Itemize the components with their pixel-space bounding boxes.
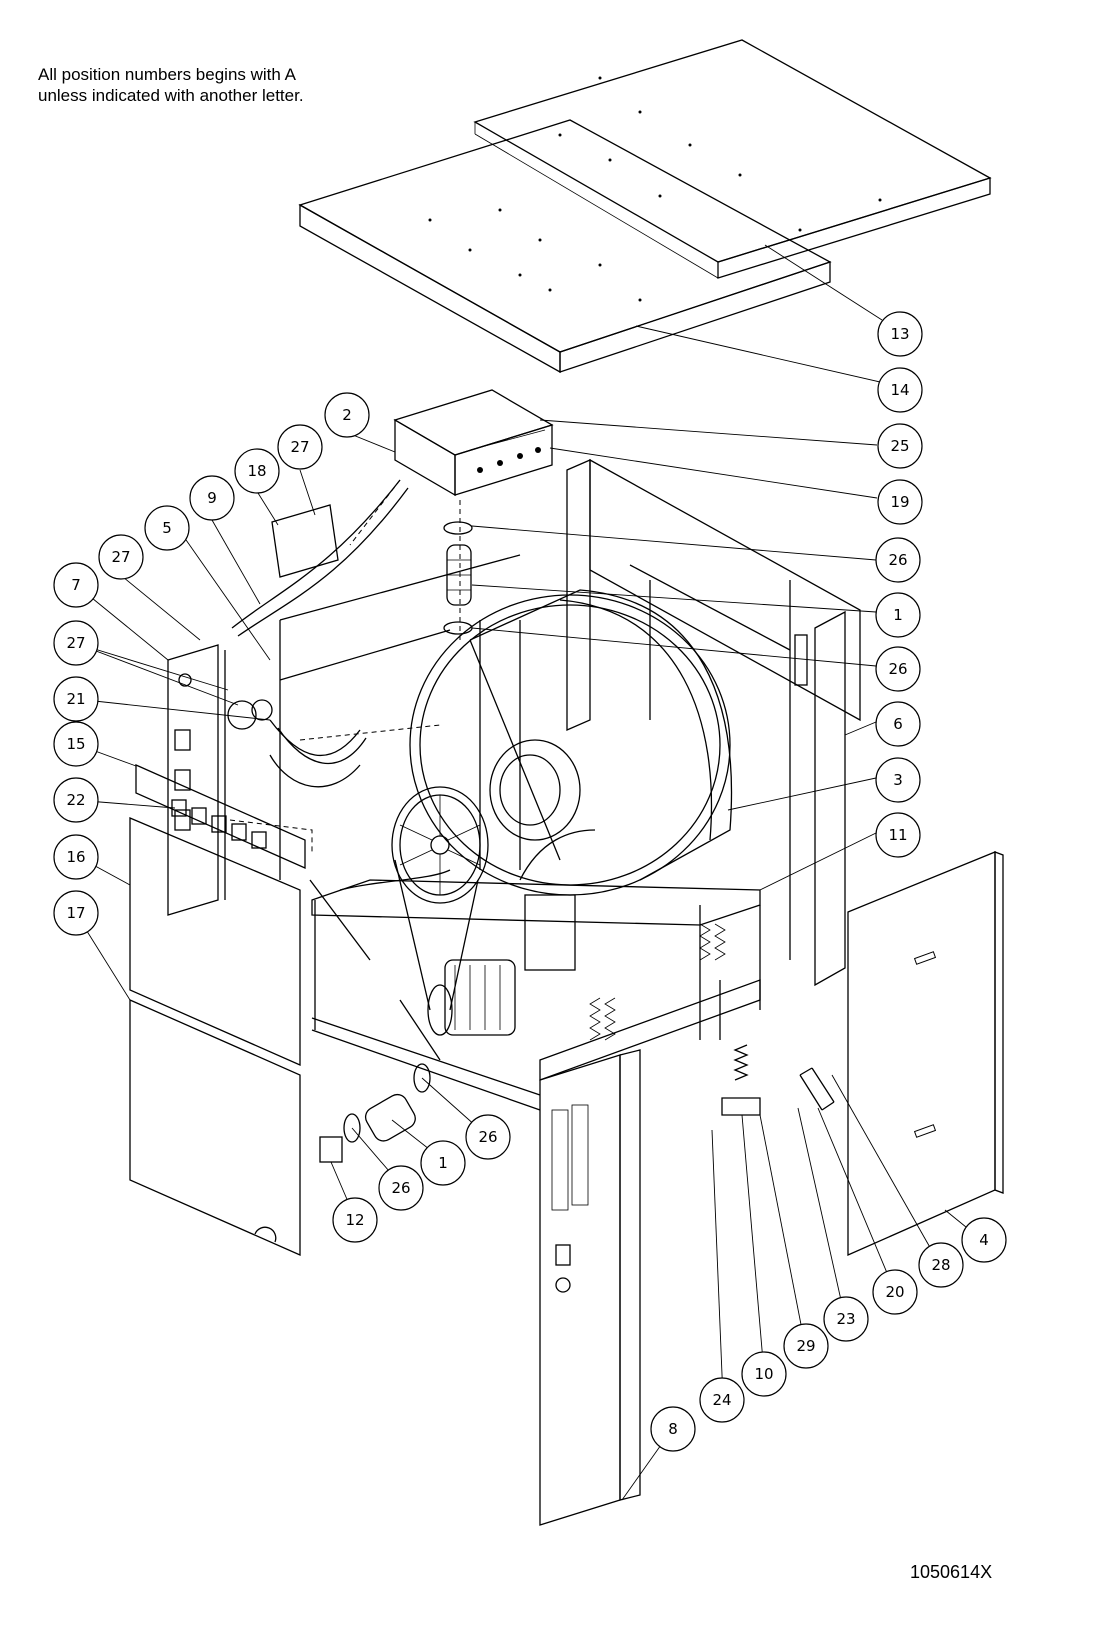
svg-text:4: 4 bbox=[979, 1231, 989, 1249]
side-frame bbox=[566, 458, 861, 987]
callout-20: 20 bbox=[872, 1269, 918, 1315]
front-upper-panel bbox=[129, 817, 301, 1066]
front-lower-panel bbox=[129, 999, 301, 1256]
callout-12: 12 bbox=[332, 1197, 378, 1243]
callout-26-bottom-left: 26 bbox=[378, 1165, 424, 1211]
side-panel bbox=[847, 851, 1004, 1256]
callout-27-top: 27 bbox=[277, 424, 323, 470]
spring-unit bbox=[721, 1044, 761, 1116]
callout-19: 19 bbox=[877, 479, 923, 525]
svg-text:26: 26 bbox=[888, 551, 907, 569]
callout-9: 9 bbox=[189, 475, 235, 521]
callout-15: 15 bbox=[53, 721, 99, 767]
svg-text:27: 27 bbox=[290, 438, 309, 456]
callout-3: 3 bbox=[875, 757, 921, 803]
svg-text:2: 2 bbox=[342, 406, 352, 424]
callout-11: 11 bbox=[875, 812, 921, 858]
bellows-bottom bbox=[319, 1063, 431, 1163]
hose-assembly bbox=[231, 479, 596, 891]
callout-14: 14 bbox=[877, 367, 923, 413]
front-column bbox=[539, 979, 761, 1526]
svg-text:15: 15 bbox=[66, 735, 85, 753]
note-line-1: All position numbers begins with A bbox=[38, 65, 296, 84]
callout-21: 21 bbox=[53, 676, 99, 722]
control-panel-strip bbox=[135, 764, 306, 869]
svg-text:9: 9 bbox=[207, 489, 217, 507]
svg-text:3: 3 bbox=[893, 771, 903, 789]
drive-pulley bbox=[391, 786, 489, 1011]
top-panel-front bbox=[298, 119, 832, 374]
callout-1-upper: 1 bbox=[875, 592, 921, 638]
callout-29: 29 bbox=[783, 1323, 829, 1369]
callout-22: 22 bbox=[53, 777, 99, 823]
svg-text:12: 12 bbox=[345, 1211, 364, 1229]
svg-text:19: 19 bbox=[890, 493, 909, 511]
svg-text:29: 29 bbox=[796, 1337, 815, 1355]
svg-text:14: 14 bbox=[890, 381, 909, 399]
svg-text:18: 18 bbox=[247, 462, 266, 480]
svg-text:7: 7 bbox=[71, 576, 81, 594]
shock-absorber bbox=[799, 1067, 835, 1111]
callout-16: 16 bbox=[53, 834, 99, 880]
callout-26-lower: 26 bbox=[875, 646, 921, 692]
svg-text:25: 25 bbox=[890, 437, 909, 455]
svg-text:27: 27 bbox=[111, 548, 130, 566]
callout-5: 5 bbox=[144, 505, 190, 551]
base-frame bbox=[309, 879, 761, 1111]
svg-text:20: 20 bbox=[885, 1283, 904, 1301]
valve-panel bbox=[167, 644, 273, 916]
svg-text:6: 6 bbox=[893, 715, 903, 733]
control-box bbox=[393, 389, 554, 497]
svg-text:22: 22 bbox=[66, 791, 85, 809]
svg-text:21: 21 bbox=[66, 690, 85, 708]
callout-26-upper: 26 bbox=[875, 537, 921, 583]
top-panel-rear bbox=[473, 39, 992, 279]
svg-text:26: 26 bbox=[391, 1179, 410, 1197]
svg-text:24: 24 bbox=[712, 1391, 731, 1409]
callout-23: 23 bbox=[823, 1296, 869, 1342]
callout-25: 25 bbox=[877, 423, 923, 469]
callout-17: 17 bbox=[53, 890, 99, 936]
svg-text:1: 1 bbox=[438, 1154, 448, 1172]
callout-7: 7 bbox=[53, 562, 99, 608]
svg-text:8: 8 bbox=[668, 1420, 678, 1438]
callout-1-bottom: 1 bbox=[420, 1140, 466, 1186]
drum bbox=[409, 589, 733, 896]
callout-6: 6 bbox=[875, 701, 921, 747]
rear-frame bbox=[224, 554, 521, 900]
callout-24: 24 bbox=[699, 1377, 745, 1423]
svg-text:1: 1 bbox=[893, 606, 903, 624]
svg-text:5: 5 bbox=[162, 519, 172, 537]
svg-text:16: 16 bbox=[66, 848, 85, 866]
svg-text:23: 23 bbox=[836, 1310, 855, 1328]
position-number-note: All position numbers begins with A unles… bbox=[38, 64, 304, 106]
callout-13: 13 bbox=[877, 311, 923, 357]
callout-28: 28 bbox=[918, 1242, 964, 1288]
cover-plate bbox=[271, 504, 339, 578]
callout-26-bottom-right: 26 bbox=[465, 1114, 511, 1160]
note-line-2: unless indicated with another letter. bbox=[38, 86, 304, 105]
callout-27-mid: 27 bbox=[98, 534, 144, 580]
callout-2: 2 bbox=[324, 392, 370, 438]
svg-text:26: 26 bbox=[478, 1128, 497, 1146]
callout-27-low: 27 bbox=[53, 620, 99, 666]
svg-text:17: 17 bbox=[66, 904, 85, 922]
svg-text:13: 13 bbox=[890, 325, 909, 343]
callout-4: 4 bbox=[961, 1217, 1007, 1263]
svg-text:10: 10 bbox=[754, 1365, 773, 1383]
svg-text:28: 28 bbox=[931, 1256, 950, 1274]
motor bbox=[427, 894, 576, 1036]
callout-18: 18 bbox=[234, 448, 280, 494]
svg-text:11: 11 bbox=[888, 826, 907, 844]
svg-text:27: 27 bbox=[66, 634, 85, 652]
bellows-top bbox=[443, 521, 473, 635]
drawing-number: 1050614X bbox=[910, 1562, 993, 1582]
suspension-springs bbox=[589, 923, 726, 1041]
callout-10: 10 bbox=[741, 1351, 787, 1397]
callout-8: 8 bbox=[650, 1406, 696, 1452]
svg-text:26: 26 bbox=[888, 660, 907, 678]
